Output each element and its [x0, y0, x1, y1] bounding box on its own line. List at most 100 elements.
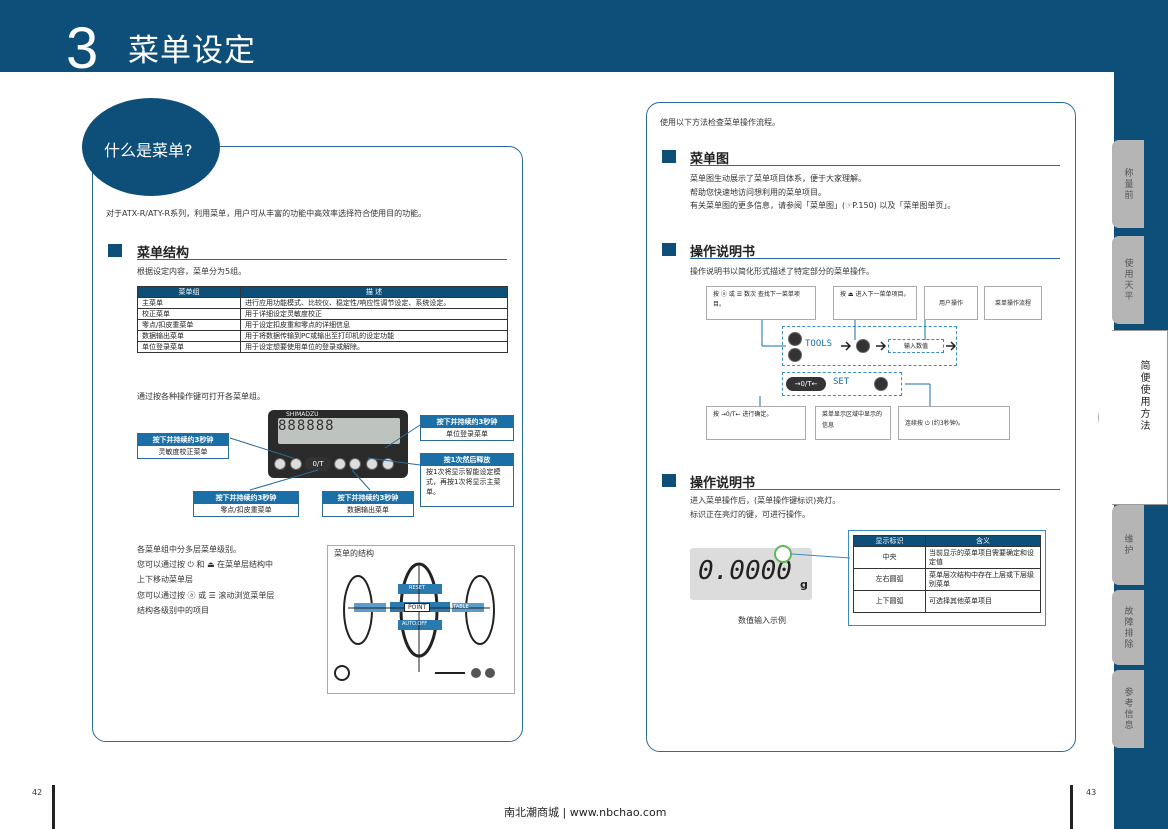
col-header: 显示标识	[853, 535, 926, 547]
table-cell: 中央	[853, 546, 926, 569]
flow-zero-key: →0/T←	[786, 377, 826, 391]
callout-leaders	[229, 424, 421, 491]
a-key-icon[interactable]	[334, 458, 346, 470]
callout-head: 按下并持续约3秒钟	[194, 492, 298, 504]
callout-body: 数据输出菜单	[347, 506, 389, 514]
structure-item-stable: STABLE	[450, 604, 469, 610]
callout-body: 零点/扣皮重菜单	[220, 506, 272, 514]
indicator-table: 显示标识 含义 中央当前显示的菜单项目需要确定和设定值 左右圆弧菜单层次结构中存…	[853, 535, 1041, 613]
callout-zero-menu: 按下并持续约3秒钟 零点/扣皮重菜单	[193, 491, 299, 517]
flow-box-display-info: 菜单显示区域中显示的信息	[815, 406, 891, 440]
col-header: 含义	[925, 535, 1041, 547]
section-rule	[690, 258, 1060, 259]
brand-logo: SHIMADZU	[286, 411, 319, 418]
flow-tools-display: TOOLS	[805, 339, 833, 349]
flow-box-confirm: 按 →0/T← 进行确定。	[706, 406, 806, 440]
table-row: 零点/扣皮重菜单用于设定扣皮重和零点的详细信息	[137, 319, 508, 331]
page-number-right: 43	[1086, 788, 1097, 797]
table-cell: 主菜单	[137, 297, 241, 309]
tab-troubleshooting[interactable]: 故障排除	[1112, 590, 1144, 665]
section-marker	[662, 150, 676, 163]
keys-desc: 通过按各种操作键可打开各菜单组。	[137, 392, 265, 401]
flow-row2	[782, 372, 902, 396]
table-cell: 单位登录菜单	[137, 341, 241, 353]
menu-indicator-icon	[774, 545, 792, 563]
flow-box-scroll: 按 ⓐ 或 ☰ 数次 查找下一菜单项目。	[706, 286, 816, 320]
tab-using-balance[interactable]: 使用天平	[1112, 236, 1144, 324]
callout-body: 灵敏度校正菜单	[158, 448, 208, 456]
indicator-desc: 进入菜单操作后，(菜单操作键标识)亮灯。 标识正在亮灯的键，可进行操作。	[690, 494, 840, 521]
table-row: 单位登录菜单用于设定想要使用单位的登录或解除。	[137, 341, 508, 353]
value-display: 0.0000	[690, 548, 812, 600]
indicator-leader	[791, 553, 851, 559]
callout-head: 按下并持续约3秒钟	[138, 434, 228, 446]
structure-item-auto: AUTO.OFF	[402, 621, 428, 627]
table-cell: 进行应用功能模式、比较仪、稳定性/响应性调节设定、系统设定。	[240, 297, 508, 309]
callout-head: 按1次然后释放	[421, 454, 513, 466]
chapter-number: 3	[66, 16, 99, 81]
cal-key-icon[interactable]	[290, 458, 302, 470]
flow-input: 输入数值	[888, 339, 944, 353]
section-rule	[690, 489, 1060, 490]
table-row: 数据输出菜单用于将数据传输到PC或输出至打印机的设定功能	[137, 330, 508, 342]
table-cell: 用于设定扣皮重和零点的详细信息	[240, 319, 508, 331]
enter-key-icon	[856, 339, 870, 353]
section-menu-structure: 菜单结构	[137, 246, 190, 261]
section-desc: 根据设定内容，菜单分为5组。	[137, 267, 247, 276]
table-row: 左右圆弧菜单层次结构中存在上层或下层级别菜单	[853, 568, 1041, 591]
table-cell: 校正菜单	[137, 308, 241, 320]
chapter-title: 菜单设定	[128, 33, 256, 69]
levels-line: 上下移动菜单层	[137, 575, 193, 585]
desc-line: 菜单图生动展示了菜单项目体系，便于大家理解。	[690, 174, 866, 183]
value-unit: g	[800, 578, 808, 591]
op-guide-desc: 操作说明书以简化形式描述了特定部分的菜单操作。	[690, 267, 874, 276]
table-cell: 上下圆弧	[853, 590, 926, 613]
bubble-title: 什么是菜单?	[104, 141, 193, 160]
callout-body: 按1次将显示智能设定模式，再按1次将显示主菜单。	[426, 468, 501, 496]
flow-box-user-op: 用户操作	[924, 286, 978, 320]
tab-before-weighing[interactable]: 称量前	[1112, 140, 1144, 228]
zero-tare-key[interactable]: 0/T	[305, 457, 331, 471]
lcd-display: 888888	[278, 418, 400, 444]
tab-reference[interactable]: 参考信息	[1112, 670, 1144, 748]
page-rule-right	[1070, 785, 1073, 829]
table-cell: 数据输出菜单	[137, 330, 241, 342]
levels-line: 各菜单组中分多层菜单级别。	[137, 545, 241, 554]
levels-line: 您可以通过按 ⏻ 和 ⏏ 在菜单层结构中	[137, 560, 274, 570]
tab-easy-use-label: 简便使用方法	[1138, 360, 1149, 432]
page-number-left: 42	[32, 788, 43, 797]
table-cell: 可选择其他菜单项目	[925, 590, 1041, 613]
section-marker	[662, 243, 676, 256]
table-cell: 左右圆弧	[853, 568, 926, 591]
menu-key-icon[interactable]	[349, 458, 361, 470]
section-op-guide-2: 操作说明书	[690, 476, 756, 491]
a-key-icon	[788, 332, 802, 346]
menu-map-desc: 菜单图生动展示了菜单项目体系，便于大家理解。 帮助您快速地访问想利用的菜单项目。…	[690, 172, 955, 213]
levels-text: 各菜单组中分多层菜单级别。 您可以通过按 ⏻ 和 ⏏ 在菜单层结构中 上下移动菜…	[137, 542, 274, 618]
table-cell: 用于设定想要使用单位的登录或解除。	[240, 341, 508, 353]
table-cell: 用于详细设定灵敏度校正	[240, 308, 508, 320]
table-cell: 菜单层次结构中存在上层或下层级别菜单	[925, 568, 1041, 591]
tab-easy-use-active[interactable]	[1098, 330, 1168, 505]
tab-maintenance[interactable]: 维护	[1112, 505, 1144, 585]
flow-box-hold: 连续按 ⏻ (约3秒钟)。	[898, 406, 1010, 440]
table-cell: 零点/扣皮重菜单	[137, 319, 241, 331]
levels-line: 结构各级别中的项目	[137, 605, 209, 615]
table-cell: 用于将数据传输到PC或输出至打印机的设定功能	[240, 330, 508, 342]
value-caption: 数值输入示例	[738, 616, 786, 625]
section-marker	[662, 474, 676, 487]
page-rule-left	[52, 785, 55, 829]
bubble	[82, 98, 220, 196]
intro-text: 对于ATX-R/ATY-R系列，利用菜单，用户可从丰富的功能中高效率选择符合使用…	[106, 209, 427, 218]
power-key-icon[interactable]	[274, 458, 286, 470]
structure-item-point: POINT	[404, 603, 431, 612]
menu-group-table: 菜单组 描 述 主菜单进行应用功能模式、比较仪、稳定性/响应性调节设定、系统设定…	[137, 286, 508, 353]
callout-head: 按下并持续约3秒钟	[323, 492, 413, 504]
table-row: 校正菜单用于详细设定灵敏度校正	[137, 308, 508, 320]
section-menu-map: 菜单图	[690, 152, 730, 167]
flow-box-enter: 按 ⏏ 进入下一菜单项目。	[833, 286, 917, 320]
flow-box-menu-flow: 菜单操作流程	[984, 286, 1042, 320]
indicator-table-wrap: 显示标识 含义 中央当前显示的菜单项目需要确定和设定值 左右圆弧菜单层次结构中存…	[848, 530, 1046, 626]
section-rule	[690, 165, 1060, 166]
callout-main-menu: 按1次然后释放 按1次将显示智能设定模式，再按1次将显示主菜单。	[420, 453, 514, 507]
